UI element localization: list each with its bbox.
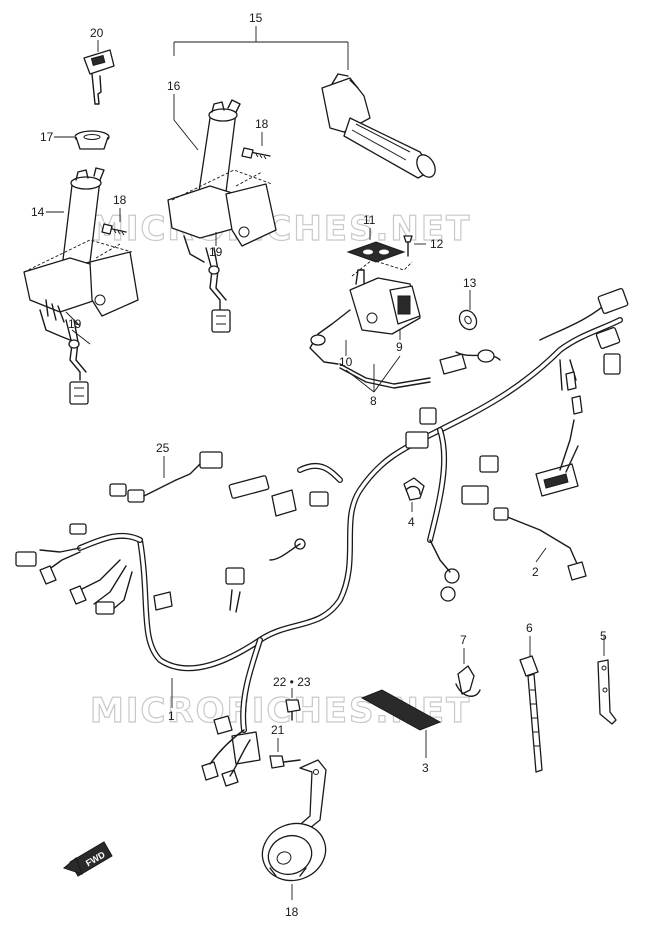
callout-11: 11 [363,213,376,227]
callout-labels: 15 20 16 18 17 18 14 11 19 12 13 19 9 10… [31,11,607,919]
main-wiring-harness-part-1[interactable] [39,299,623,733]
tape-part-3[interactable] [360,689,442,731]
callout-16: 16 [167,79,181,93]
clamp-part-4[interactable] [403,477,425,501]
lead-part-2[interactable] [493,507,587,581]
callout-13: 13 [463,276,477,290]
ignition-switch-part-14[interactable] [23,167,139,341]
callout-18-horn: 18 [285,905,299,919]
callout-2: 2 [532,565,539,579]
callout-19-left: 19 [68,317,82,331]
horn-part-18[interactable] [254,759,333,889]
grommet-part-13[interactable] [456,307,480,332]
forward-direction-arrow: FWD [62,841,113,877]
callout-3: 3 [422,761,429,775]
callout-21: 21 [271,723,285,737]
callout-18-upper: 18 [255,117,269,131]
sub-harness-part-25[interactable] [109,451,223,503]
screw-part-12[interactable] [403,235,413,257]
callout-19-upper: 19 [209,245,223,259]
wire-connector-part-19-left[interactable] [65,319,89,405]
relay-bracket[interactable] [535,419,579,497]
bolt-part-18-left[interactable] [101,223,127,236]
callout-15: 15 [249,11,263,25]
callout-12: 12 [430,237,444,251]
nut-part-21[interactable] [269,755,301,769]
callout-7: 7 [460,633,467,647]
gasket-plate-part-11[interactable] [346,241,406,263]
cable-tie-part-6[interactable] [519,655,543,773]
callout-8: 8 [370,394,377,408]
callout-9: 9 [396,340,403,354]
callout-22-23: 22 • 23 [273,675,311,689]
callout-5: 5 [600,629,607,643]
callout-18-left: 18 [113,193,127,207]
throttle-grip-part-15[interactable] [321,73,439,180]
wire-connector-part-19-upper[interactable] [205,247,231,333]
callout-17: 17 [40,130,54,144]
callout-25: 25 [156,441,170,455]
callout-1: 1 [168,709,175,723]
collar-part-17[interactable] [74,130,110,150]
clamp-band-part-5[interactable] [597,659,617,725]
callout-14: 14 [31,205,45,219]
leader-lines [46,26,605,900]
harness-connectors[interactable] [15,288,629,787]
callout-6: 6 [526,621,533,635]
callout-4: 4 [408,515,415,529]
clip-part-7[interactable] [455,665,481,697]
switch-housing-part-8[interactable] [309,259,431,389]
bolt-part-18-upper[interactable] [241,147,271,160]
callout-10: 10 [339,355,353,369]
bolt-part-22-23[interactable] [285,699,301,721]
watermark-top: MICROFICHES.NET [90,209,471,249]
key-part-20[interactable] [83,49,115,105]
ignition-switch-part-16[interactable] [167,99,277,263]
callout-20: 20 [90,26,104,40]
